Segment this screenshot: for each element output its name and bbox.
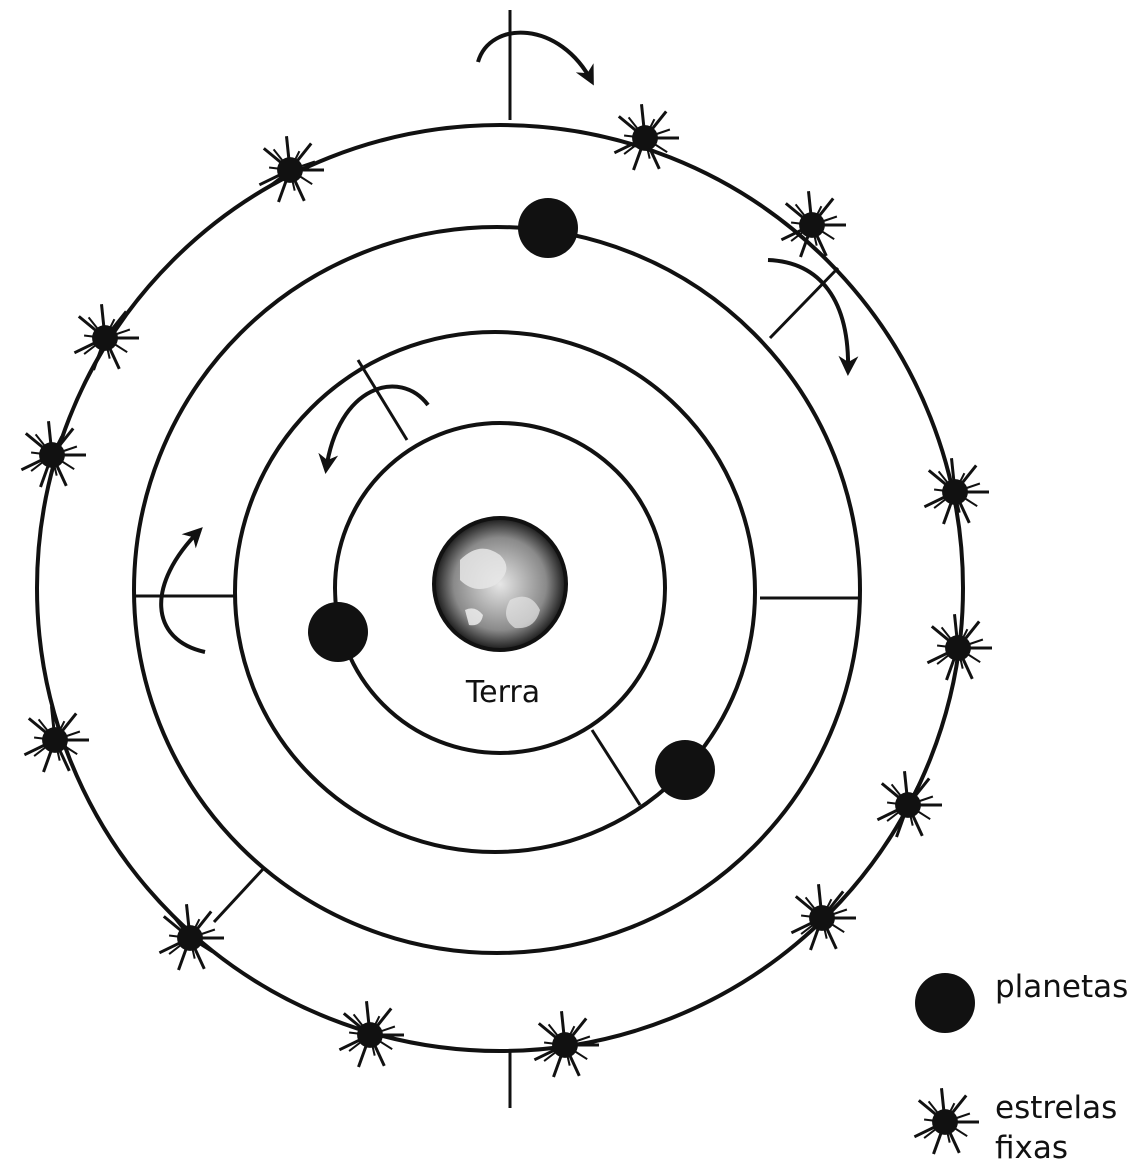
- earth: [434, 518, 566, 650]
- rotation-arrow-left-icon: [161, 530, 205, 652]
- planet: [518, 198, 578, 258]
- legend-star-icon: [914, 1088, 979, 1154]
- legend-star-label-line2: fixas: [995, 1130, 1068, 1166]
- connector-upper-right: [770, 268, 838, 338]
- planet: [308, 602, 368, 662]
- rotation-arrow-right-icon: [768, 260, 848, 372]
- star-icon: [914, 1088, 979, 1154]
- connector-inner-upper: [358, 360, 407, 440]
- connector-inner-lower: [592, 730, 640, 805]
- star-icon: [614, 104, 679, 170]
- planet: [655, 740, 715, 800]
- connector-lower-left: [214, 868, 264, 922]
- star-icon: [21, 421, 86, 487]
- star-icon: [74, 304, 139, 370]
- star-icon: [339, 1001, 404, 1067]
- rotation-arrow-top-icon: [478, 33, 592, 82]
- legend-planet-icon: [915, 973, 975, 1033]
- earth-label: Terra: [465, 675, 540, 710]
- star-icon: [877, 771, 942, 837]
- legend-planet-label: planetas: [995, 969, 1128, 1005]
- legend: planetas estrelas fixas: [914, 969, 1128, 1166]
- star-icon: [534, 1011, 599, 1077]
- legend-star-label-line1: estrelas: [995, 1090, 1117, 1126]
- rotation-arrow-inner-icon: [326, 387, 428, 470]
- star-icon: [259, 136, 324, 202]
